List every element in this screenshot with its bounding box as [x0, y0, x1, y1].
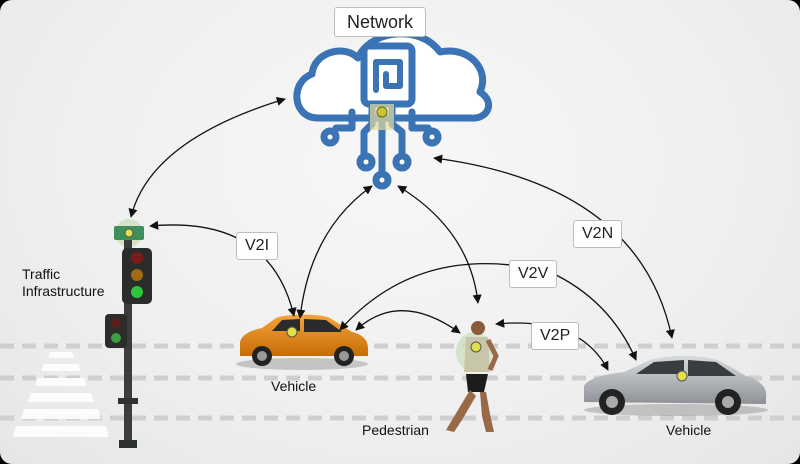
v2i-label: V2I — [236, 232, 279, 260]
vehicle-right-icon — [584, 355, 768, 416]
v2p-label: V2P — [531, 322, 580, 350]
arrow-v2p-vehicle-pedestrian — [355, 310, 461, 334]
vehicle-right-label: Vehicle — [666, 422, 712, 438]
vehicle-left-label: Vehicle — [271, 378, 317, 394]
pedestrian-label: Pedestrian — [362, 422, 429, 438]
zebra-crossing — [13, 352, 109, 437]
vehicle-left-icon — [236, 314, 368, 370]
arrow-network-infrastructure — [128, 97, 286, 218]
v2n-label: V2N — [573, 220, 623, 248]
network-label: Network — [334, 7, 427, 37]
v2v-label: V2V — [509, 260, 558, 288]
arrow-network-vehicle-left — [296, 185, 373, 319]
arrow-v2n — [433, 154, 675, 339]
network-marker — [370, 104, 394, 130]
traffic-light-icon — [105, 219, 152, 448]
arrow-network-pedestrian — [397, 185, 482, 304]
traffic-infrastructure-label: Traffic Infrastructure — [22, 266, 105, 299]
